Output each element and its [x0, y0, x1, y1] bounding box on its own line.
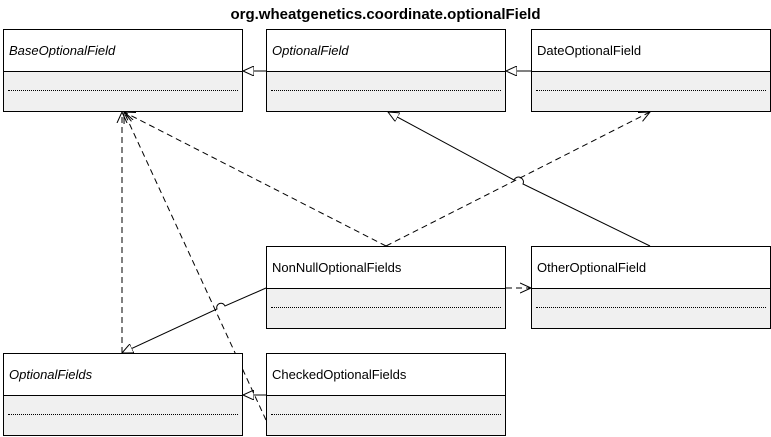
- class-name: OptionalField: [267, 30, 505, 72]
- class-members: [4, 396, 242, 435]
- class-name: BaseOptionalField: [4, 30, 242, 72]
- class-optional-field[interactable]: OptionalField: [266, 29, 506, 112]
- class-name: NonNullOptionalFields: [267, 247, 505, 289]
- class-checked-optional-fields[interactable]: CheckedOptionalFields: [266, 353, 506, 436]
- edge-nonnull-dep-dateoptionalfield: [385, 112, 650, 247]
- edge-nonnull-dep-baseoptionalfield: [124, 112, 387, 247]
- class-members: [267, 289, 505, 328]
- edge-nonnulloptionalfields-to-optionalfields: [122, 287, 267, 353]
- class-non-null-optional-fields[interactable]: NonNullOptionalFields: [266, 246, 506, 329]
- class-name: OtherOptionalField: [532, 247, 770, 289]
- package-title: org.wheatgenetics.coordinate.optionalFie…: [230, 6, 541, 23]
- edge-otheroptionalfield-to-optionalfield: [388, 112, 651, 247]
- class-optional-fields[interactable]: OptionalFields: [3, 353, 243, 436]
- class-members: [4, 72, 242, 111]
- class-name: CheckedOptionalFields: [267, 354, 505, 396]
- class-members: [267, 396, 505, 435]
- class-base-optional-field[interactable]: BaseOptionalField: [3, 29, 243, 112]
- class-other-optional-field[interactable]: OtherOptionalField: [531, 246, 771, 329]
- class-members: [532, 289, 770, 328]
- class-date-optional-field[interactable]: DateOptionalField: [531, 29, 771, 112]
- class-name: OptionalFields: [4, 354, 242, 396]
- class-members: [532, 72, 770, 111]
- class-members: [267, 72, 505, 111]
- class-name: DateOptionalField: [532, 30, 770, 72]
